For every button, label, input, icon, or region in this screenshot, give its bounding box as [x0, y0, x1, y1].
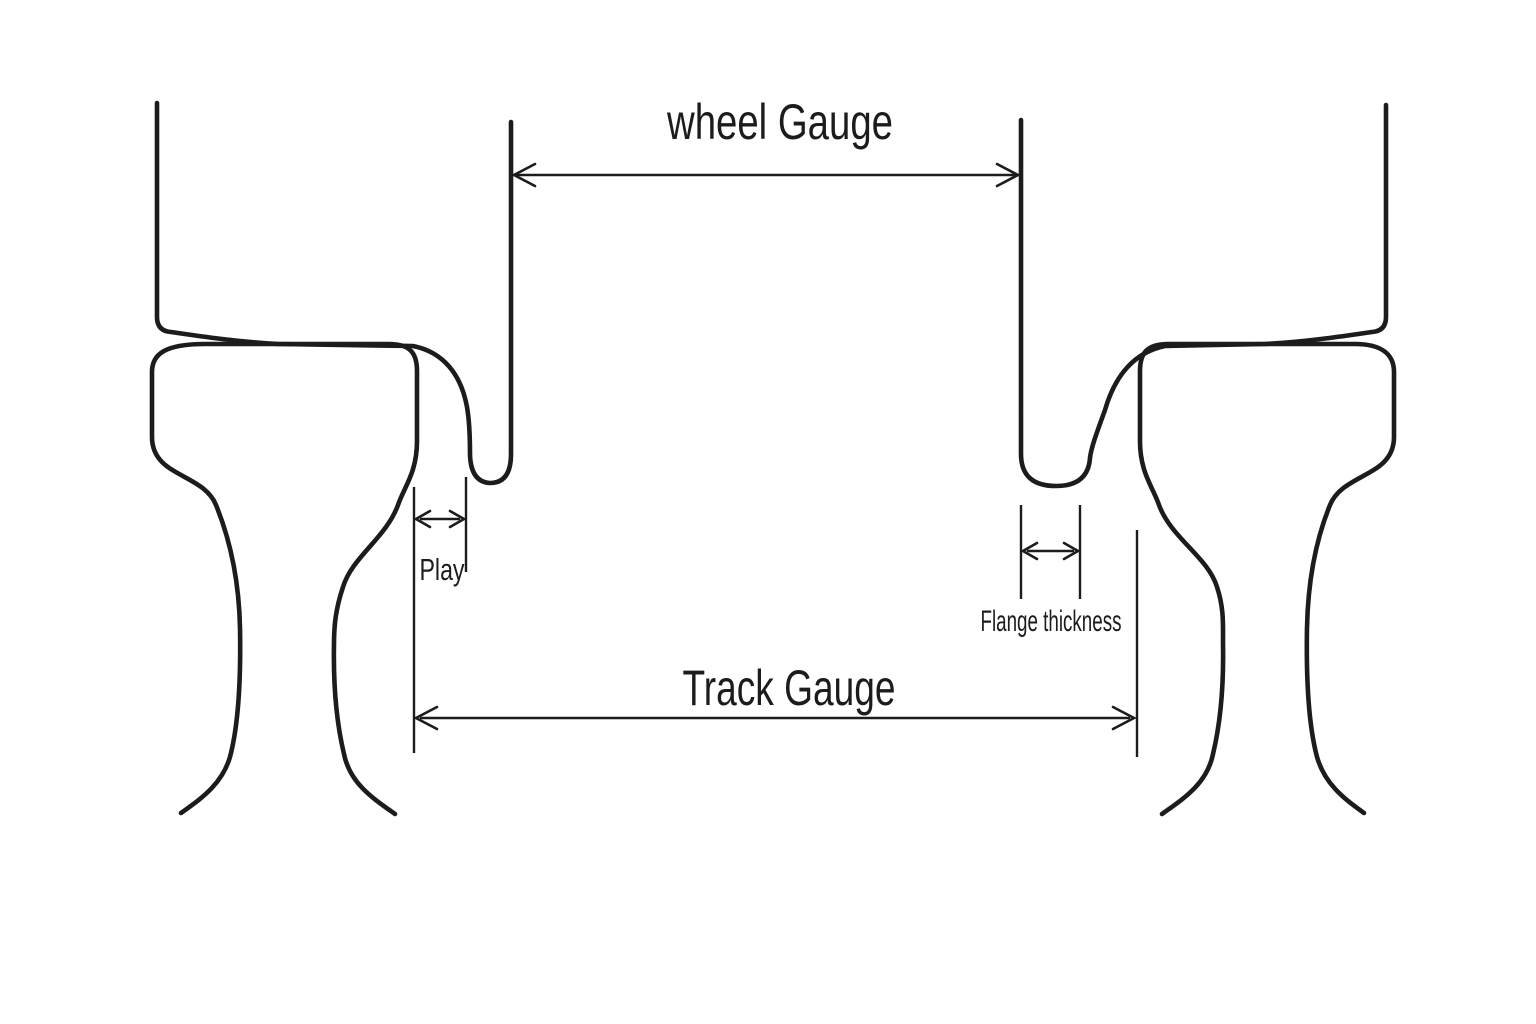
wheel-gauge-arrowhead-right [995, 162, 1021, 188]
wheel-gauge-arrowhead-left [511, 162, 537, 188]
flange-thickness-arrowhead-right [1062, 541, 1081, 561]
right-wheel-profile [1018, 102, 1389, 489]
left-wheel-profile [154, 100, 514, 486]
play-arrowhead-right [448, 509, 467, 529]
wheel-gauge-label: wheel Gauge [666, 94, 893, 150]
right-rail-profile [1137, 341, 1397, 817]
left-rail-profile [149, 341, 420, 817]
track-gauge-label: Track Gauge [683, 660, 896, 716]
play-label: Play [420, 552, 465, 587]
track-gauge-arrowhead-right [1111, 705, 1137, 731]
flange-thickness-label: Flange thickness [981, 605, 1122, 638]
flange-thickness-arrowhead-left [1020, 541, 1039, 561]
track-gauge-arrowhead-left [413, 705, 439, 731]
play-arrowhead-left [413, 509, 432, 529]
